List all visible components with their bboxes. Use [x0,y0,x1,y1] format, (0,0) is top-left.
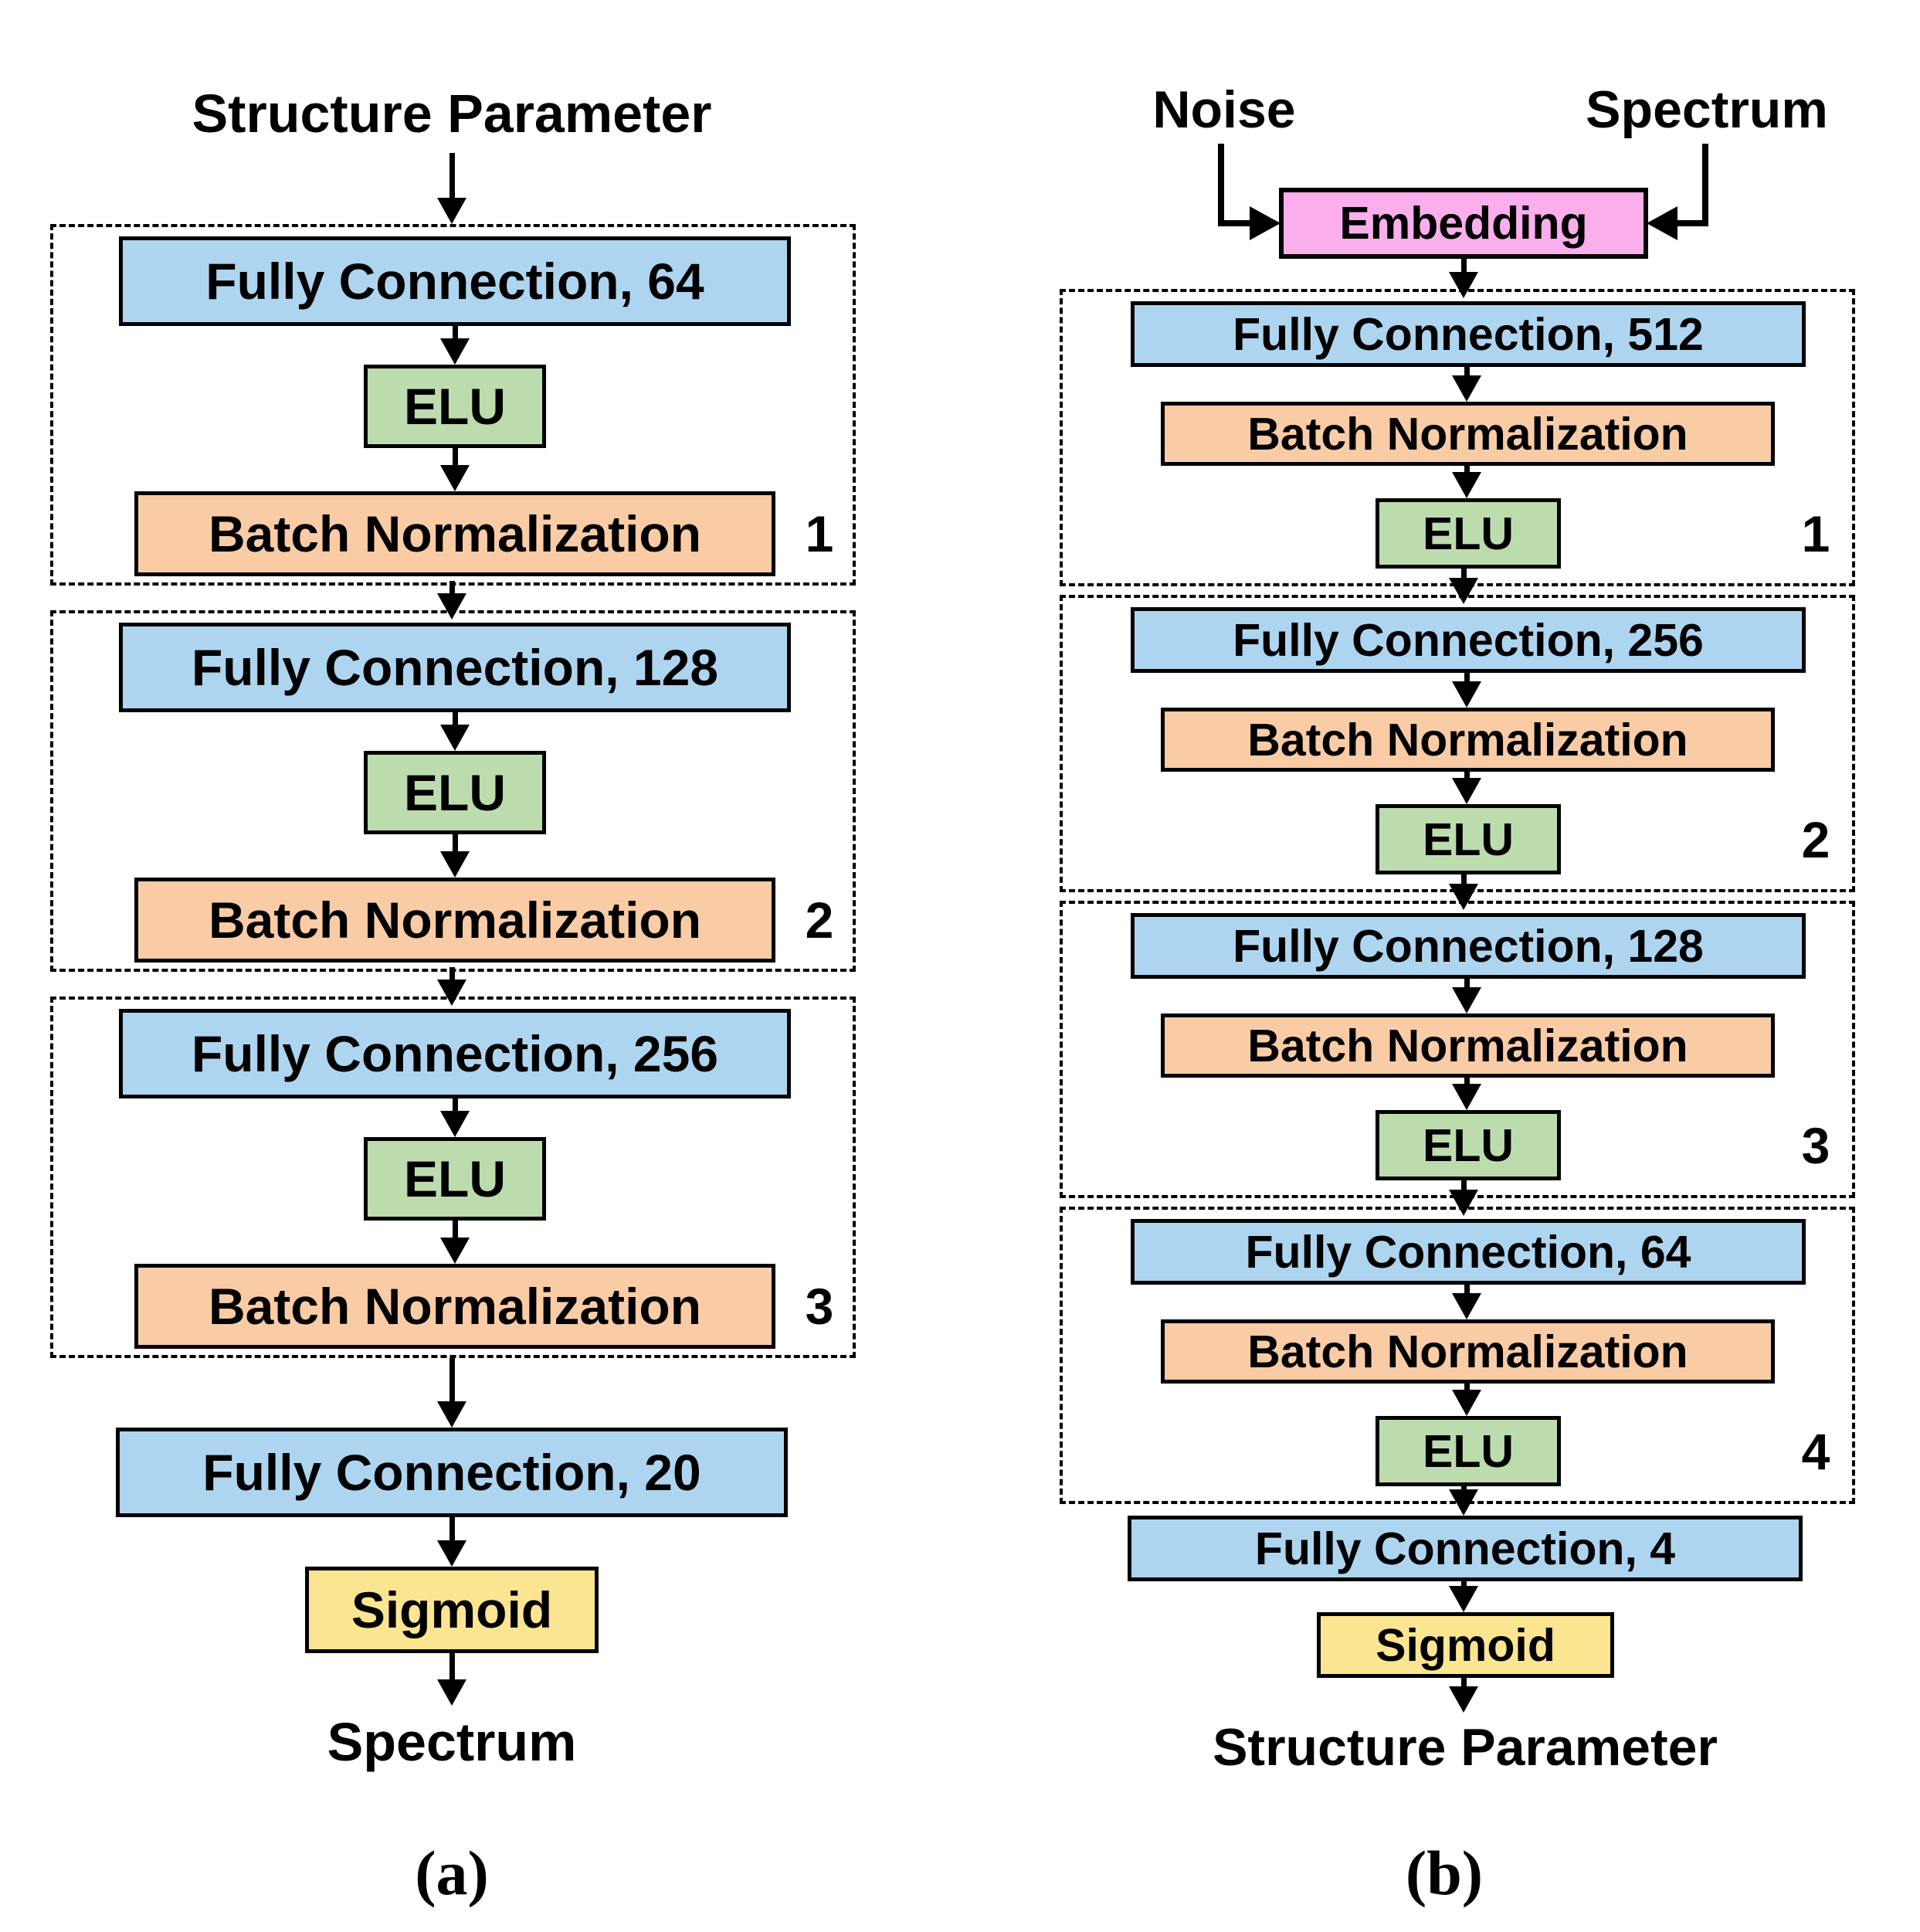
elu-box: ELU [364,1137,546,1221]
output-fully-connection-box: Fully Connection, 20 [116,1428,788,1517]
flow-arrow [436,1517,467,1567]
flow-arrow [439,712,470,751]
batch-normalization-box: Batch Normalization [1161,1319,1775,1384]
diagram-b-block-2: Fully Connection, 256 Batch Normalizatio… [1060,595,1855,892]
elu-box: ELU [364,751,546,834]
flow-arrow [436,1653,467,1706]
diagram-a-input-label: Structure Parameter [192,83,712,144]
noise-arrow-line [1218,144,1251,226]
batch-normalization-box: Batch Normalization [1161,1014,1775,1078]
fully-connection-box: Fully Connection, 128 [119,623,791,712]
flow-arrow [1451,673,1482,708]
embedding-box: Embedding [1279,188,1648,259]
diagram-b-output-label: Structure Parameter [1213,1718,1718,1777]
flow-arrow [439,834,470,878]
elu-box: ELU [1376,498,1561,569]
flow-arrow [1448,259,1479,298]
caption-b: (b) [1405,1838,1484,1908]
caption-a: (a) [415,1838,489,1908]
elu-box: ELU [1376,804,1561,874]
block-number: 1 [1801,504,1830,562]
diagram-b-block-3: Fully Connection, 128 Batch Normalizatio… [1060,901,1855,1198]
elu-box: ELU [1376,1416,1561,1486]
diagram-a-block-2: Fully Connection, 128 ELU Batch Normaliz… [50,610,856,972]
diagram-b-block-1: Fully Connection, 512 Batch Normalizatio… [1060,289,1855,586]
fully-connection-box: Fully Connection, 64 [1131,1219,1806,1285]
block-number: 2 [805,891,834,949]
block-number: 1 [805,505,834,562]
flow-arrow [1448,1177,1479,1216]
output-fully-connection-box: Fully Connection, 4 [1128,1516,1803,1581]
flow-arrow [1451,1384,1482,1416]
flow-arrow [1448,1678,1479,1713]
block-number: 4 [1801,1422,1830,1480]
flow-arrow [1451,466,1482,498]
fully-connection-box: Fully Connection, 128 [1131,913,1806,979]
batch-normalization-box: Batch Normalization [134,491,775,576]
spectrum-arrowhead-icon [1647,206,1677,240]
diagram-b-block-4: Fully Connection, 64 Batch Normalization… [1060,1207,1855,1504]
block-number: 2 [1801,810,1830,868]
spectrum-arrow-line [1676,144,1708,226]
elu-box: ELU [364,365,546,448]
noise-arrowhead-icon [1250,206,1281,240]
flow-arrow [1451,1285,1482,1319]
flow-arrow [436,967,467,1006]
batch-normalization-box: Batch Normalization [1161,402,1775,466]
noise-input-label: Noise [1152,80,1296,139]
diagram-a-block-1: Fully Connection, 64 ELU Batch Normaliza… [50,224,856,586]
batch-normalization-box: Batch Normalization [134,1264,775,1349]
fully-connection-box: Fully Connection, 256 [1131,607,1806,673]
diagram-a-block-3: Fully Connection, 256 ELU Batch Normaliz… [50,997,856,1358]
flow-arrow [439,326,470,365]
flow-arrow [1448,565,1479,604]
batch-normalization-box: Batch Normalization [134,878,775,963]
flow-arrow [1451,1078,1482,1110]
flow-arrow [436,581,467,620]
elu-box: ELU [1376,1110,1561,1180]
flow-arrow [1451,367,1482,402]
fully-connection-box: Fully Connection, 256 [119,1009,791,1098]
input-elbow-arrows [1218,144,1708,240]
spectrum-input-label: Spectrum [1586,80,1828,139]
flow-arrow [1448,871,1479,910]
flow-arrow [1448,1483,1479,1516]
block-number: 3 [1801,1116,1830,1174]
flow-arrow [436,1358,467,1428]
flow-arrow [1451,772,1482,804]
fully-connection-box: Fully Connection, 64 [119,236,791,326]
batch-normalization-box: Batch Normalization [1161,708,1775,772]
diagram-a-output-label: Spectrum [327,1712,577,1772]
flow-arrow [1448,1581,1479,1612]
flow-arrow [439,448,470,491]
flow-arrow [436,153,467,224]
flow-arrow [439,1098,470,1137]
sigmoid-box: Sigmoid [305,1567,599,1653]
fully-connection-box: Fully Connection, 512 [1131,301,1806,367]
flow-arrow [1451,979,1482,1014]
flow-arrow [439,1221,470,1264]
block-number: 3 [805,1278,834,1335]
sigmoid-box: Sigmoid [1317,1612,1614,1678]
